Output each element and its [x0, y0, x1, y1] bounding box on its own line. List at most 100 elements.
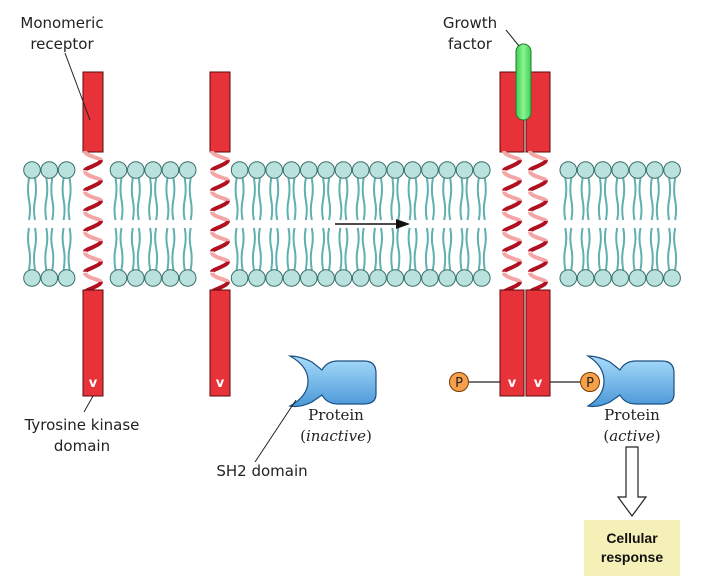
- lipid-tail: [275, 177, 280, 221]
- lipid-tail: [424, 177, 429, 221]
- transmembrane-helix: [210, 150, 230, 294]
- lipid-head: [161, 269, 180, 287]
- lipid-head: [317, 161, 335, 179]
- lipid-tail: [465, 227, 470, 271]
- lipid-tail: [240, 177, 245, 221]
- monomeric-receptor-label-line2: receptor: [30, 35, 94, 53]
- lipid-head: [144, 161, 162, 179]
- lipid-head: [369, 161, 387, 179]
- lipid-tail: [667, 227, 672, 271]
- growth-factor-ligand: [515, 43, 532, 121]
- lipid-head: [248, 161, 266, 179]
- lipid-tail: [603, 227, 608, 271]
- lipid-head: [144, 269, 162, 287]
- tyrosine-kinase-domain: [525, 289, 551, 397]
- lipid-tail: [344, 177, 349, 221]
- lipid-tail: [61, 177, 66, 221]
- lipid-head: [438, 161, 457, 179]
- lipid-head: [23, 269, 41, 287]
- helix-back-strand: [83, 150, 103, 284]
- tyrosine-kinase-domain: [499, 289, 525, 397]
- phosphate-label: P: [455, 376, 463, 391]
- lipid-tail: [119, 177, 124, 221]
- lipid-head: [663, 161, 681, 179]
- lipid-head: [161, 161, 180, 179]
- protein-inactive-state: (inactive): [300, 427, 372, 445]
- lipid-tail: [569, 177, 574, 221]
- lipid-tail: [667, 177, 672, 221]
- lipid-tail: [563, 227, 568, 271]
- protein-active-state: (active): [603, 427, 660, 445]
- lipid-head: [369, 269, 387, 287]
- receptor-extracellular-domain: [209, 71, 231, 153]
- lipid-tail: [67, 227, 72, 271]
- lipid-head: [611, 269, 630, 287]
- lipid-tail: [269, 227, 274, 271]
- lipid-head: [265, 269, 284, 287]
- lipid-tail: [430, 227, 435, 271]
- lipid-tail: [136, 177, 141, 221]
- lipid-tail: [188, 227, 193, 271]
- lipid-tail: [476, 177, 481, 221]
- lipid-head: [473, 269, 491, 287]
- lipid-head: [455, 161, 474, 179]
- lipid-tail: [615, 177, 620, 221]
- lipid-head: [282, 161, 301, 179]
- lipid-tail: [251, 227, 256, 271]
- lipid-head: [403, 269, 422, 287]
- lipid-tail: [597, 227, 602, 271]
- lipid-head: [559, 161, 578, 179]
- lipid-head: [127, 161, 145, 179]
- lipid-tail: [338, 227, 343, 271]
- lipid-head: [421, 161, 439, 179]
- lipid-tail: [373, 177, 377, 221]
- lipid-tail: [165, 177, 170, 221]
- lipid-tail: [621, 177, 626, 221]
- lipid-tail: [597, 177, 602, 221]
- lipid-head: [109, 269, 128, 287]
- lipid-tail: [130, 177, 135, 221]
- lipid-tail: [476, 227, 481, 271]
- protein-active-label: Protein: [604, 406, 660, 424]
- helix-front-strand: [210, 159, 230, 294]
- kinase-site-mark: v: [216, 376, 225, 391]
- lipid-head: [109, 161, 128, 179]
- lipid-tail: [113, 177, 118, 221]
- kinase-site-mark: v: [89, 376, 98, 391]
- lipid-tail: [292, 227, 297, 271]
- lipid-tail: [148, 177, 153, 221]
- lipid-tail: [154, 177, 159, 221]
- sh2-domain-protein-shape: [287, 355, 377, 408]
- lipid-tail: [407, 227, 412, 271]
- lipid-head: [57, 269, 76, 287]
- lipid-head: [248, 269, 266, 287]
- monomeric-receptor-2: v: [209, 71, 231, 397]
- lipid-head: [334, 161, 353, 179]
- lipid-head: [386, 269, 405, 287]
- lipid-bilayer: [23, 161, 681, 287]
- lipid-head: [282, 269, 301, 287]
- cellular-response-line1: Cellular: [606, 530, 658, 546]
- lipid-tail: [379, 177, 383, 221]
- lipid-tail: [355, 177, 360, 221]
- lipid-head: [230, 161, 249, 179]
- lipid-tail: [615, 227, 620, 271]
- lipid-tail: [632, 177, 637, 221]
- lipid-head: [178, 269, 197, 287]
- helix-front-strand: [83, 159, 103, 294]
- transmembrane-helix: [502, 150, 522, 294]
- lipid-tail: [113, 227, 118, 271]
- lipid-head: [40, 269, 59, 287]
- lipid-head: [473, 161, 491, 179]
- lipid-tail: [482, 227, 487, 271]
- lipid-tail: [309, 177, 314, 221]
- lipid-tail: [586, 177, 591, 221]
- lipid-tail: [171, 177, 176, 221]
- lipid-tail: [321, 177, 326, 221]
- lipid-tail: [275, 227, 280, 271]
- lipid-head: [646, 269, 664, 287]
- lipid-tail: [33, 227, 37, 271]
- lipid-tail: [655, 227, 660, 271]
- helix-front-strand: [502, 159, 522, 294]
- lipid-tail: [580, 227, 585, 271]
